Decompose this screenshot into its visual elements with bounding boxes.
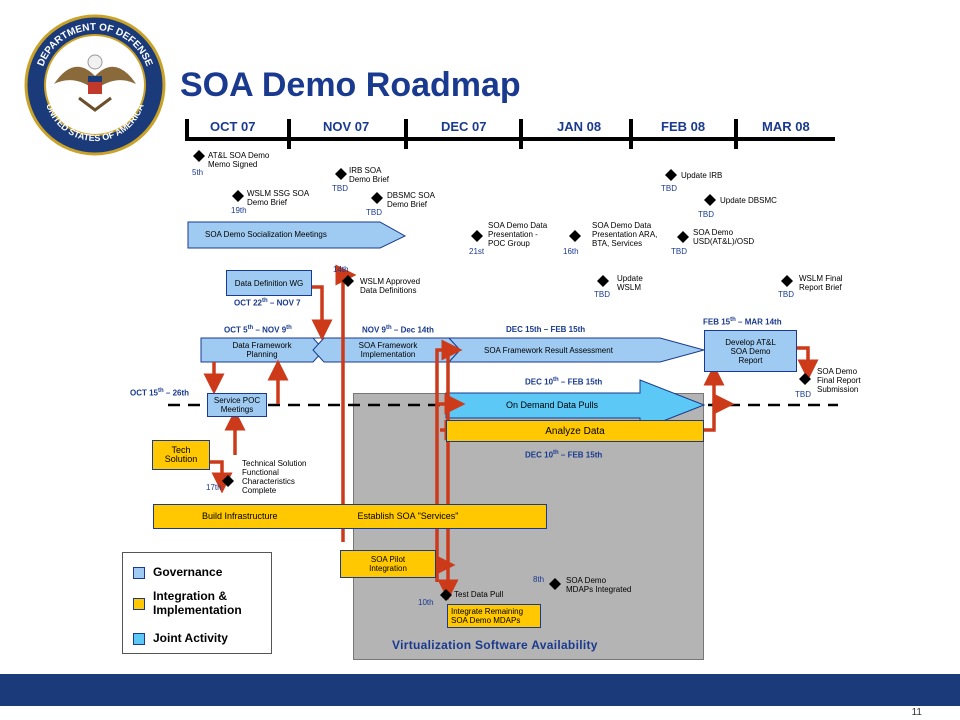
data-definition-wg-box: Data Definition WG [226, 270, 312, 296]
milestone-label: Update IRB [681, 171, 723, 180]
range-dec15-feb15: DEC 15th – FEB 15th [506, 325, 586, 334]
range-dec10-feb15-top: DEC 10th – FEB 15th [525, 377, 603, 387]
timeline-tick [287, 119, 291, 149]
range-feb15-mar14: FEB 15th – MAR 14th [703, 317, 782, 327]
milestone-diamonds [193, 150, 811, 601]
timeline-tick [185, 119, 189, 141]
legend-joint: Joint Activity [133, 631, 228, 645]
soa-framework-result-label: SOA Framework Result Assessment [484, 346, 613, 355]
timeline-tick [629, 119, 633, 149]
legend: Governance Integration & Implementation … [122, 552, 272, 654]
socialization-arrow [187, 221, 407, 249]
page-title: SOA Demo Roadmap [180, 66, 521, 104]
timeline-tick [404, 119, 408, 149]
timeline-bar [185, 137, 835, 141]
range-nov9-dec14: NOV 9th – Dec 14th [362, 325, 434, 335]
milestone-date: 16th [563, 247, 579, 256]
milestone-date: TBD [795, 390, 811, 399]
milestone-date: TBD [594, 290, 610, 299]
legend-swatch [133, 567, 145, 579]
page-number: 11 [911, 707, 922, 718]
milestone-date: 17th [206, 483, 222, 492]
milestone-date: TBD [671, 247, 687, 256]
build-infrastructure-box: Build Infrastructure Establish SOA "Serv… [153, 504, 547, 529]
footer-bar [0, 674, 960, 706]
socialization-label: SOA Demo Socialization Meetings [205, 230, 327, 239]
legend-swatch [133, 633, 145, 645]
dod-seal-logo: DEPARTMENT OF DEFENSE UNITED STATES OF A… [24, 14, 166, 156]
milestone-date: TBD [778, 290, 794, 299]
legend-integration: Integration & Implementation [133, 589, 242, 617]
month-label: NOV 07 [323, 119, 370, 134]
on-demand-arrow [445, 379, 706, 431]
analyze-data-box: Analyze Data [446, 420, 704, 442]
red-connector-arrows [203, 264, 819, 601]
timeline-tick [734, 119, 738, 149]
on-demand-label: On Demand Data Pulls [506, 400, 599, 410]
legend-governance: Governance [133, 565, 222, 579]
milestone-date: 10th [418, 598, 434, 607]
range-oct15-26: OCT 15th – 26th [130, 388, 190, 398]
milestone-date: TBD [661, 184, 677, 193]
range-oct5-nov9: OCT 5th – NOV 9th [224, 325, 292, 335]
range-oct22-nov7: OCT 22th – NOV 7 [234, 298, 301, 308]
milestone-date: 5th [192, 168, 204, 177]
virtualization-label: Virtualization Software Availability [392, 638, 598, 652]
month-label: FEB 08 [661, 119, 706, 134]
milestone-label: Update DBSMC [720, 196, 777, 205]
milestone-date: TBD [332, 184, 348, 193]
range-dec10-feb15-bottom: DEC 10th – FEB 15th [525, 450, 603, 460]
month-label: MAR 08 [762, 119, 810, 134]
month-label: DEC 07 [441, 119, 487, 134]
milestone-date: 8th [533, 575, 545, 584]
month-label: JAN 08 [557, 119, 602, 134]
milestone-date: TBD [366, 208, 382, 217]
milestone-date: 14th [333, 265, 349, 274]
build-infrastructure-label: Build Infrastructure [202, 511, 278, 521]
milestone-label: Test Data Pull [454, 590, 504, 599]
milestone-date: TBD [698, 210, 714, 219]
month-label: OCT 07 [210, 119, 256, 134]
establish-soa-label: Establish SOA "Services" [357, 511, 459, 521]
milestone-date: 21st [469, 247, 485, 256]
milestone-date: 19th [231, 206, 247, 215]
legend-swatch [133, 598, 145, 610]
timeline-tick [519, 119, 523, 149]
